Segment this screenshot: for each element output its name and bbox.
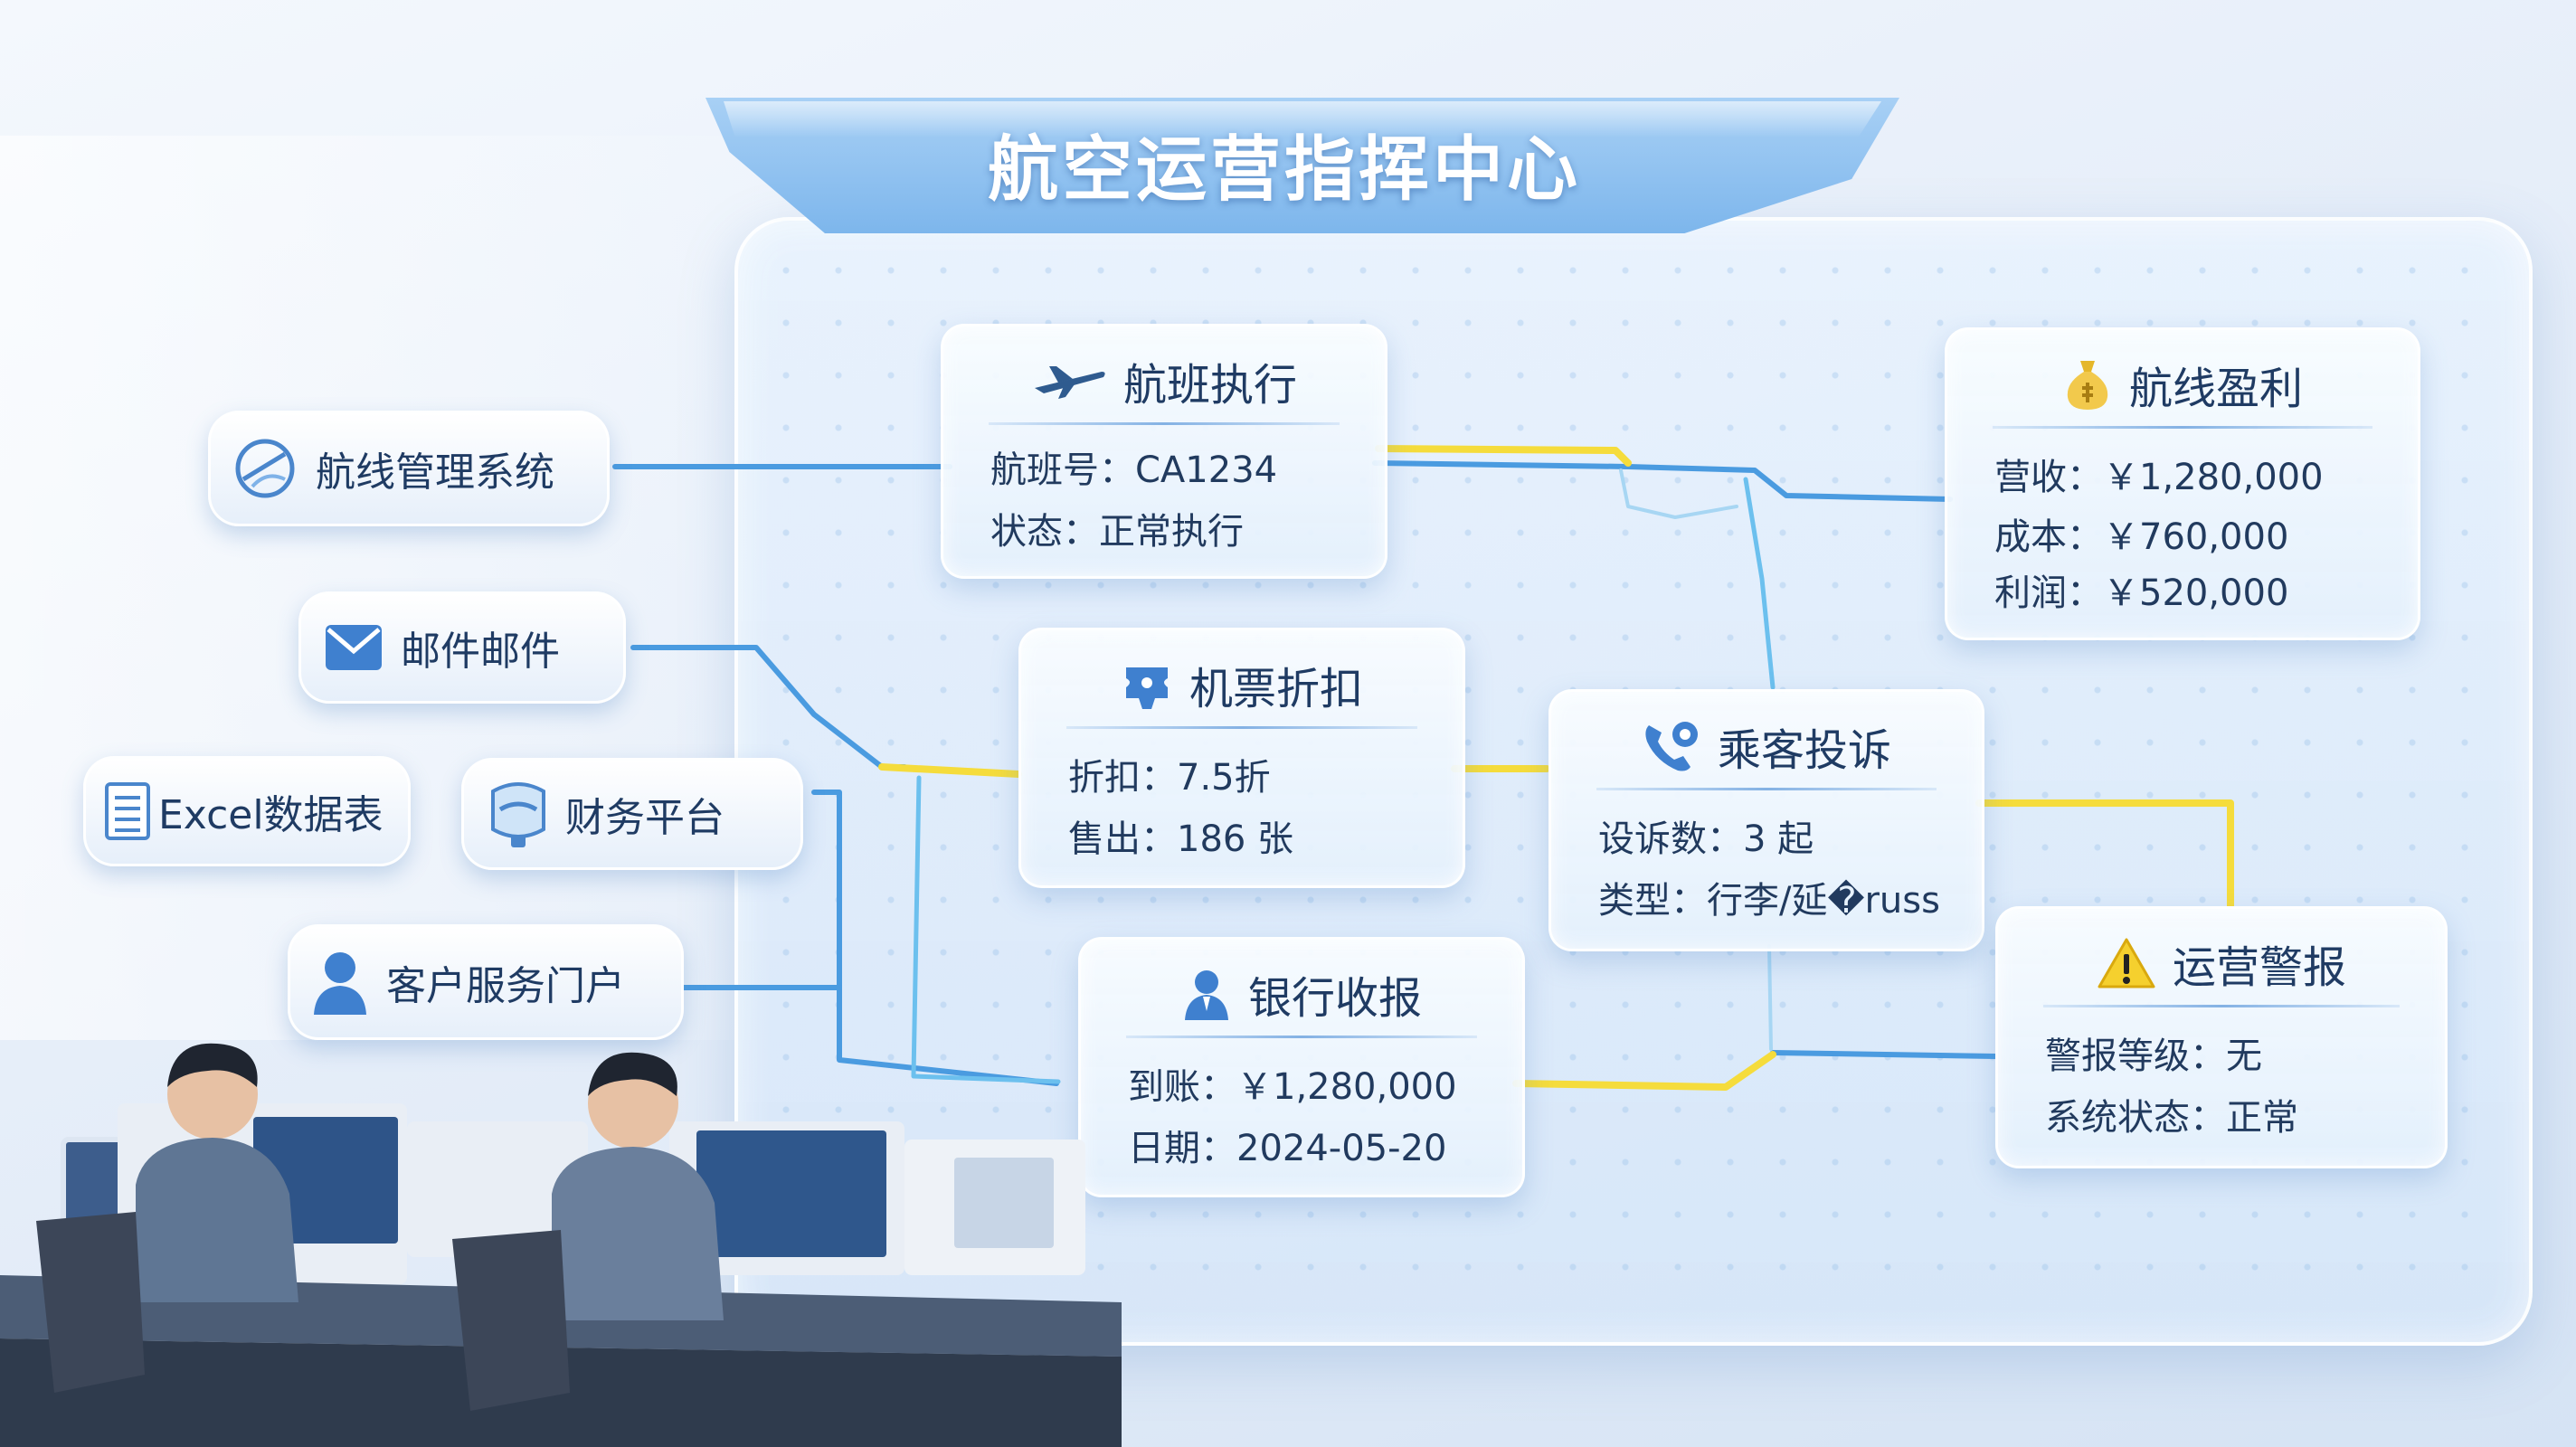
card-ticket-title-row: 机票折扣 — [1021, 650, 1463, 719]
card-bank-divider — [1126, 1036, 1477, 1038]
operator-2-body — [552, 1147, 724, 1320]
operators-illustration — [0, 1043, 1122, 1447]
card-profit-title: 航线盈利 — [2128, 364, 2303, 414]
user-icon — [310, 948, 370, 1017]
source-customer-portal-label: 客户服务门户 — [386, 963, 625, 1009]
card-profit-title-row: 航线盈利 — [1947, 350, 2418, 419]
card-alert-title: 运营警报 — [2172, 942, 2346, 993]
money-bag-icon — [2062, 357, 2113, 411]
card-flight-divider — [989, 422, 1340, 425]
source-excel-label: Excel数据表 — [158, 792, 384, 838]
line-complaint-up — [1743, 477, 1776, 690]
yellow-complaint-alert — [1975, 799, 2234, 910]
card-route-profit[interactable]: 航线盈利 营收：￥1,280,000 成本：￥760,000 利润：￥520,0… — [1945, 327, 2420, 640]
card-bank-receipt[interactable]: 银行收报 到账：￥1,280,000 日期：2024-05-20 — [1078, 937, 1525, 1197]
bank-date: 日期：2024-05-20 — [1128, 1128, 1447, 1169]
phone-chat-icon — [1642, 718, 1701, 774]
alert-system-status: 系统状态：正常 — [2045, 1097, 2298, 1139]
operator-2-hair — [588, 1052, 677, 1096]
card-flight-title-row: 航班执行 — [943, 346, 1385, 415]
card-ticket-discount[interactable]: 机票折扣 折扣：7.5折 售出：186 张 — [1018, 628, 1465, 888]
ticket-sold: 售出：186 张 — [1068, 818, 1294, 860]
source-route-system-label: 航线管理系统 — [316, 449, 554, 496]
yellow-flight-to-profit — [1375, 445, 1632, 467]
monitor-mid — [407, 1121, 588, 1257]
profit-net: 利润：￥520,000 — [1994, 572, 2289, 614]
operator-1-body — [136, 1138, 298, 1302]
card-profit-divider — [1993, 426, 2372, 429]
source-finance-label: 财务平台 — [565, 795, 724, 841]
yellow-bank-to-right — [1512, 1051, 1776, 1091]
complaint-type: 类型：行李/延�russ — [1598, 880, 1940, 922]
card-complaint-title: 乘客投诉 — [1717, 725, 1891, 776]
line-complaint-down — [1767, 944, 1773, 1051]
bank-amount: 到账：￥1,280,000 — [1128, 1066, 1457, 1108]
card-bank-title: 银行收报 — [1247, 973, 1422, 1024]
operator-1-hair — [167, 1043, 258, 1087]
airplane-icon — [1031, 361, 1107, 401]
source-mail[interactable]: 邮件邮件 — [298, 591, 626, 704]
flight-number: 航班号：CA1234 — [990, 449, 1278, 491]
card-alert-divider — [2043, 1005, 2400, 1007]
alert-level: 警报等级：无 — [2045, 1036, 2262, 1077]
line-finance-to-bank — [811, 790, 1059, 1086]
ticket-icon — [1121, 658, 1173, 711]
line-bank-to-alert — [1770, 1050, 1998, 1059]
source-mail-label: 邮件邮件 — [401, 629, 560, 675]
line-mail-to-ticket — [630, 645, 907, 770]
card-operations-alert[interactable]: 运营警报 警报等级：无 系统状态：正常 — [1995, 906, 2448, 1168]
left-wall-panel — [0, 136, 778, 1040]
monitor-right-1-screen — [696, 1130, 886, 1257]
source-customer-portal[interactable]: 客户服务门户 — [288, 924, 684, 1040]
card-flight-execution[interactable]: 航班执行 航班号：CA1234 状态：正常执行 — [941, 324, 1387, 579]
flight-status: 状态：正常执行 — [990, 511, 1244, 553]
card-passenger-complaint[interactable]: 乘客投诉 设诉数：3 起 类型：行李/延�russ — [1548, 689, 1984, 951]
warning-icon — [2097, 936, 2156, 990]
mail-icon — [323, 622, 384, 673]
card-flight-title: 航班执行 — [1122, 360, 1297, 411]
operator-1-chair — [36, 1212, 145, 1393]
card-complaint-divider — [1596, 788, 1937, 790]
complaint-count: 设诉数：3 起 — [1598, 818, 1814, 860]
line-ticket-down — [911, 775, 1061, 1084]
operator-2-chair — [452, 1230, 570, 1411]
database-icon — [488, 779, 549, 849]
card-ticket-divider — [1066, 726, 1417, 729]
card-alert-title-row: 运营警报 — [1998, 929, 2445, 998]
yellow-mail-ticket — [878, 763, 1022, 778]
card-bank-title-row: 银行收报 — [1081, 960, 1522, 1028]
compass-icon — [231, 434, 299, 503]
source-finance[interactable]: 财务平台 — [461, 758, 803, 870]
line-flight-to-profit — [1372, 460, 1953, 502]
banker-icon — [1181, 966, 1232, 1022]
ticket-discount: 折扣：7.5折 — [1068, 757, 1271, 799]
monitor-right-2-screen — [954, 1158, 1054, 1248]
source-route-system[interactable]: 航线管理系统 — [208, 411, 610, 526]
source-excel[interactable]: Excel数据表 — [83, 756, 411, 866]
page-title: 航空运营指挥中心 — [987, 129, 1581, 211]
line-complaint-side — [1619, 468, 1738, 519]
title-banner-highlight — [724, 101, 1881, 137]
profit-cost: 成本：￥760,000 — [1994, 516, 2289, 558]
spreadsheet-icon — [104, 781, 151, 841]
profit-revenue: 营收：￥1,280,000 — [1994, 457, 2324, 498]
card-ticket-title: 机票折扣 — [1189, 664, 1363, 714]
card-complaint-title-row: 乘客投诉 — [1551, 712, 1982, 780]
